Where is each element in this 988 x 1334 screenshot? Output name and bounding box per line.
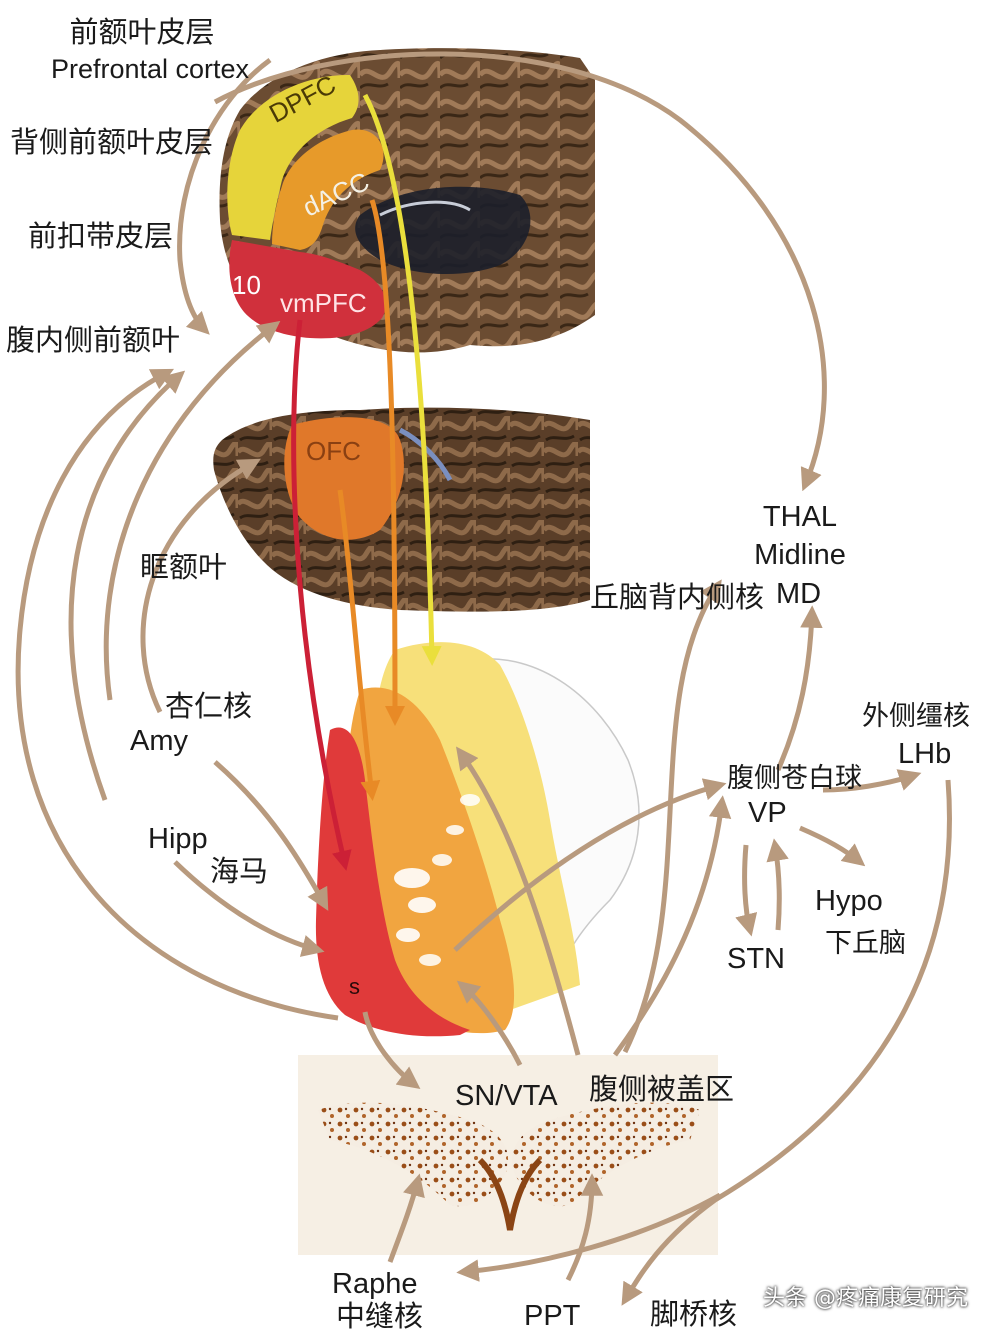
label-lateral-habenula-zh: 外侧缰核 — [862, 701, 970, 732]
vmpfc-region — [229, 240, 386, 339]
label-hypothalamus-en: Hypo — [815, 885, 883, 917]
ofc-to-striatum-arrow — [337, 489, 381, 801]
connection-arrows — [15, 51, 952, 1306]
hipp-to-striatum-arrow — [173, 860, 325, 957]
label-raphe-en: Raphe — [332, 1268, 418, 1300]
label-md-zh: 丘脑背内侧核 — [590, 580, 765, 614]
label-vta-zh: 腹侧被盖区 — [589, 1072, 735, 1106]
label-ppt-en: PPT — [524, 1300, 581, 1332]
hipp-to-vmpfc-arrow — [68, 370, 186, 801]
label-dorsal-pfc-zh: 背侧前额叶皮层 — [10, 125, 214, 159]
brain-medial-image — [219, 48, 595, 353]
label-ventral-pallidum-en: VP — [748, 797, 787, 829]
label-md-en: MD — [776, 578, 822, 610]
dacc-region — [272, 129, 384, 250]
vp-to-md-arrow — [775, 605, 823, 772]
label-thalamus-en: THAL — [762, 501, 838, 533]
label-hypothalamus-zh: 下丘脑 — [825, 928, 906, 959]
amy-to-vmpfc-arrow — [103, 320, 281, 701]
label-amygdala-en: Amy — [130, 725, 188, 757]
ppt-to-snvta-arrow — [565, 1173, 604, 1282]
label-ventral-pallidum-zh: 腹侧苍白球 — [727, 763, 862, 794]
striatum-to-snvta-arrow — [362, 1011, 421, 1090]
pfc-to-thalamus-arrow — [213, 51, 827, 492]
dpfc-to-striatum-arrow — [362, 93, 442, 666]
lhb-to-ppt-arrow — [621, 779, 952, 1306]
vp-to-hypo-arrow — [799, 825, 866, 867]
region-label-area10: 10 — [232, 270, 261, 300]
label-stn-en: STN — [727, 943, 785, 975]
label-midline-en: Midline — [754, 539, 846, 571]
vmpfc-to-striatum-arrow — [291, 319, 352, 871]
striatum-to-vp-arrow — [453, 778, 727, 952]
label-lateral-habenula-en: LHb — [898, 738, 952, 770]
cortical-projections — [291, 93, 442, 871]
label-hippocampus-zh: 海马 — [210, 854, 269, 888]
striatum-region — [315, 727, 470, 1037]
label-prefrontal-en: Prefrontal cortex — [50, 54, 250, 84]
label-ventromedial-zh: 腹内侧前额叶 — [6, 323, 181, 357]
region-label-ofc: OFC — [306, 436, 361, 466]
ofc-region — [284, 417, 404, 540]
dpfc-region — [227, 74, 359, 241]
label-sn-vta-en: SN/VTA — [455, 1080, 558, 1112]
watermark: 头条 @疼痛康复研究 — [763, 1286, 968, 1311]
midbrain-section-image — [298, 1055, 718, 1255]
striatum-image — [315, 642, 640, 1037]
label-prefrontal-zh: 前额叶皮层 — [69, 15, 215, 49]
stn-to-vp-arrow — [766, 838, 789, 931]
snvta-to-striatum-arrow — [456, 980, 523, 1067]
raphe-to-snvta-arrow — [387, 1173, 425, 1263]
label-hippocampus-en: Hipp — [148, 823, 208, 855]
amy-to-striatum-arrow — [213, 760, 329, 911]
striatum-to-hipp-loop-arrow — [15, 368, 339, 1021]
region-label-striatum: s — [349, 974, 360, 999]
region-label-vmpfc: vmPFC — [280, 288, 367, 318]
pfc-label-to-vmpfc-arrow — [177, 57, 272, 335]
ppt-to-raphe-arrow — [456, 1192, 722, 1282]
vp-to-lhb-arrow — [822, 769, 922, 793]
brain-orbital-image — [213, 407, 591, 612]
vp-to-stn-arrow — [735, 844, 758, 937]
label-anterior-cingulate-zh: 前扣带皮层 — [28, 219, 174, 253]
vta-to-striatum-dorsal-arrow — [456, 746, 581, 1056]
label-amygdala-zh: 杏仁核 — [165, 689, 253, 723]
label-orbitofrontal-zh: 眶额叶 — [140, 550, 228, 584]
label-raphe-zh: 中缝核 — [336, 1299, 424, 1333]
dacc-to-striatum-arrow — [369, 199, 405, 726]
amy-to-ofc-arrow — [140, 458, 261, 714]
label-ppt-zh: 脚桥核 — [650, 1297, 738, 1331]
